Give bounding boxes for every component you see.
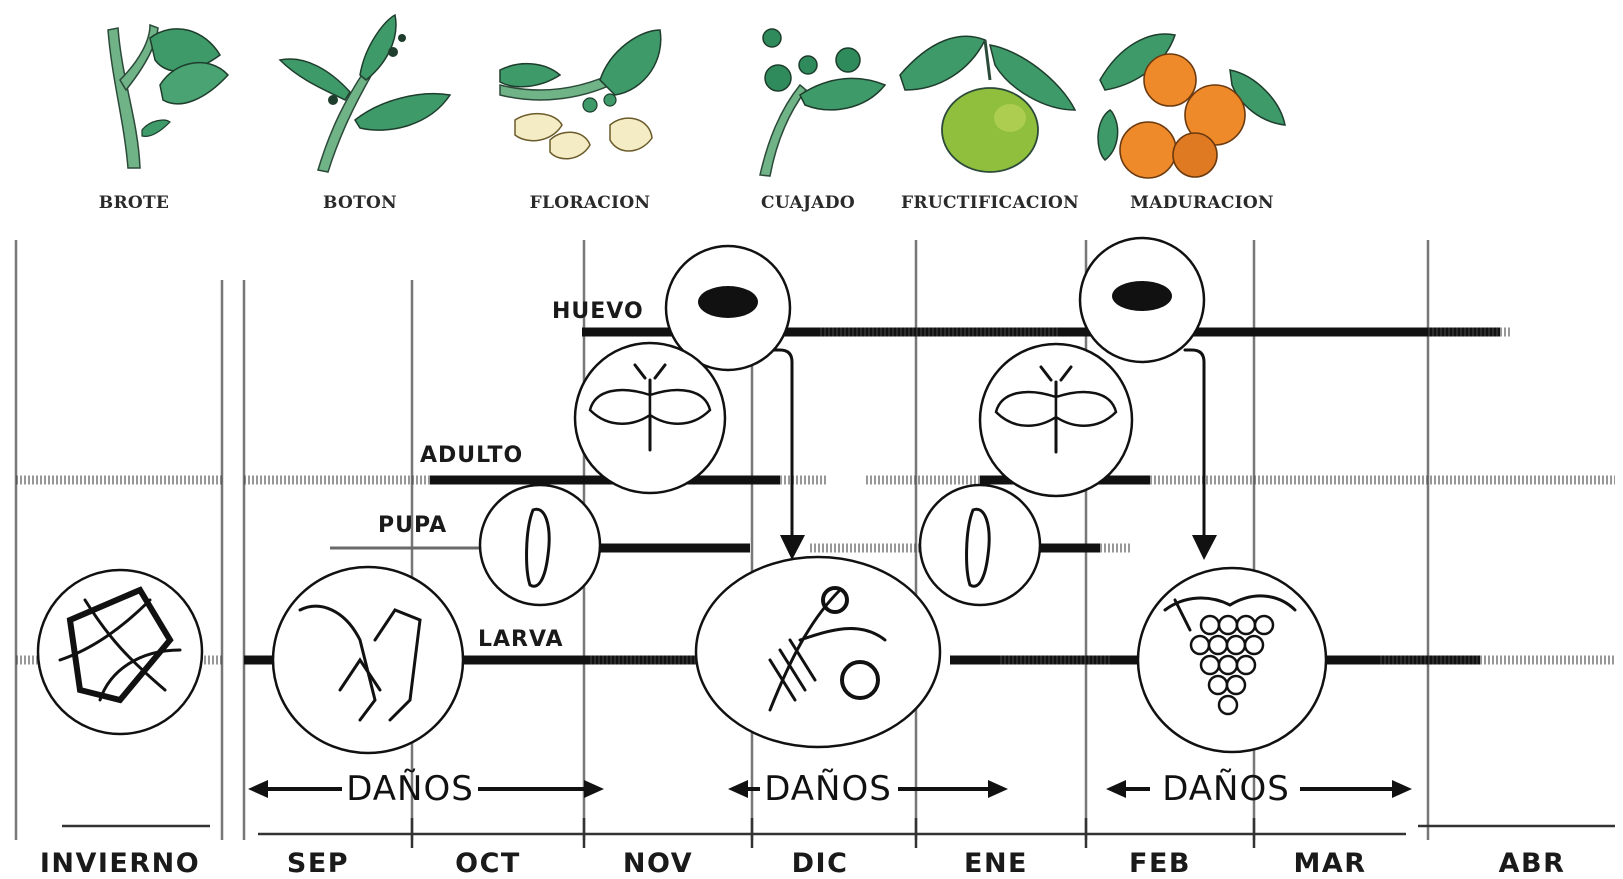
fructificacion-green-fruit-icon	[900, 36, 1075, 172]
month-label-nov: NOV	[623, 848, 693, 879]
row-label-adulto: ADULTO	[420, 443, 523, 468]
moth-icon-second	[980, 344, 1132, 496]
month-label-ene: ENE	[964, 848, 1028, 879]
floracion-flower-icon	[500, 30, 661, 159]
boton-bud-icon	[280, 15, 450, 172]
stage-label-brote: BROTE	[99, 193, 169, 213]
month-label-feb: FEB	[1129, 848, 1191, 879]
brote-shoot-icon	[108, 25, 228, 168]
damage-label-2: DAÑOS	[764, 769, 892, 809]
wintering-larva-on-wood-icon	[38, 570, 202, 734]
damaged-shoot-icon	[273, 567, 463, 753]
damage-label-3: DAÑOS	[1162, 769, 1290, 809]
moth-icon	[575, 343, 725, 493]
pupa-icon	[480, 485, 600, 605]
row-label-pupa: PUPA	[378, 513, 447, 538]
month-label-abr: ABR	[1499, 848, 1566, 879]
stage-label-boton: BOTON	[323, 193, 397, 213]
stage-label-cuajado: CUAJADO	[761, 193, 855, 213]
month-label-dic: DIC	[792, 848, 849, 879]
stage-label-maduracion: MADURACION	[1130, 193, 1274, 213]
row-label-huevo: HUEVO	[552, 299, 644, 324]
month-axis: INVIERNO SEP OCT NOV DIC ENE FEB MAR ABR	[40, 818, 1615, 879]
month-label-sep: SEP	[287, 848, 349, 879]
damaged-flower-cluster-icon	[696, 557, 940, 747]
phenology-stages: BROTE BOTON FLORACION	[99, 15, 1285, 213]
month-label-oct: OCT	[455, 848, 521, 879]
stage-label-fructificacion: FRUCTIFICACION	[901, 193, 1079, 213]
month-label-invierno: INVIERNO	[40, 848, 200, 879]
row-label-larva: LARVA	[478, 627, 564, 652]
pupa-icon-second	[920, 485, 1040, 605]
maduracion-orange-fruit-icon	[1098, 34, 1285, 178]
cuajado-fruitlet-icon	[760, 29, 885, 176]
damage-periods: DAÑOS DAÑOS DAÑOS	[248, 769, 1412, 809]
grape-bunch-icon	[1138, 568, 1326, 752]
egg-mass-icon-second	[1080, 238, 1204, 362]
stage-label-floracion: FLORACION	[530, 193, 651, 213]
month-label-mar: MAR	[1293, 848, 1366, 879]
damage-label-1: DAÑOS	[346, 769, 474, 809]
